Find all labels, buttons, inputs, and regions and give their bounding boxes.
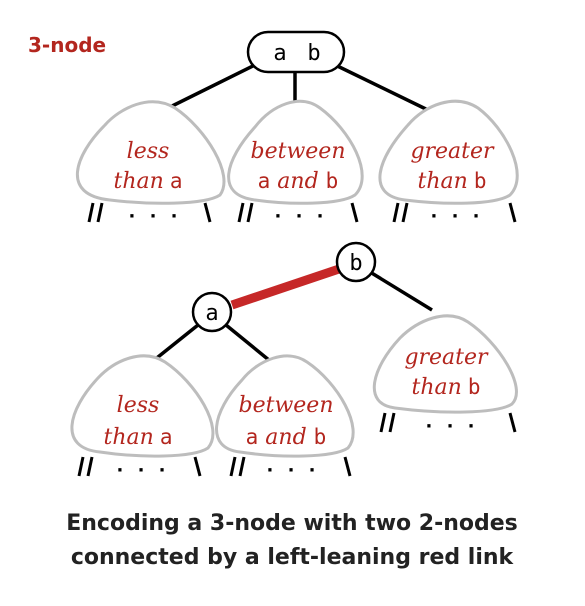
three-node-label: 3-node bbox=[28, 33, 106, 57]
subtree-blob-top-greater bbox=[378, 99, 519, 205]
three-node-key-b: b bbox=[307, 41, 320, 66]
subtree-blob-top-less bbox=[76, 100, 226, 205]
edge-a-right bbox=[224, 323, 277, 367]
top-ticks bbox=[87, 202, 517, 223]
subtree-label-line1: less bbox=[117, 393, 160, 418]
subtree-label-line2: a and b bbox=[258, 169, 339, 194]
subtree-label-line1: less bbox=[127, 139, 170, 164]
ellipsis-top-greater: · · · bbox=[430, 206, 483, 227]
three-node-key-a: a bbox=[273, 41, 286, 66]
edge-right bbox=[324, 58, 433, 114]
edge-b-right bbox=[369, 270, 433, 312]
two-node-a bbox=[191, 291, 233, 333]
subtree-label-line1: between bbox=[251, 139, 346, 164]
three-node bbox=[246, 30, 346, 74]
ellipsis-bottom-greater: · · · bbox=[425, 416, 478, 437]
edge-left bbox=[159, 58, 266, 114]
two-node-b bbox=[335, 241, 377, 283]
two-node-a-key: a bbox=[205, 301, 218, 326]
subtree-bottom-between: between a and b bbox=[239, 393, 334, 450]
ellipsis-top-less: · · · bbox=[128, 206, 181, 227]
subtree-top-between: between a and b bbox=[251, 139, 346, 194]
ellipsis-top-between: · · · bbox=[274, 206, 327, 227]
subtree-blob-top-between bbox=[227, 99, 364, 205]
subtree-label-line2: a and b bbox=[246, 425, 327, 450]
bottom-ticks bbox=[77, 412, 517, 477]
subtree-label-line1: greater bbox=[404, 345, 489, 370]
subtree-label-line1: greater bbox=[410, 139, 495, 164]
subtree-blob-bottom-greater bbox=[372, 314, 518, 414]
red-link bbox=[230, 263, 344, 310]
top-edges bbox=[159, 58, 433, 114]
subtree-label-line1: between bbox=[239, 393, 334, 418]
caption-line1: Encoding a 3-node with two 2-nodes bbox=[66, 511, 518, 536]
two-node-b-key: b bbox=[349, 251, 362, 276]
caption-line2: connected by a left-leaning red link bbox=[71, 545, 515, 570]
subtree-blob-bottom-less bbox=[70, 354, 215, 458]
subtree-blob-bottom-between bbox=[215, 354, 355, 458]
ellipsis-bottom-between: · · · bbox=[266, 460, 319, 481]
ellipsis-bottom-less: · · · bbox=[116, 460, 169, 481]
